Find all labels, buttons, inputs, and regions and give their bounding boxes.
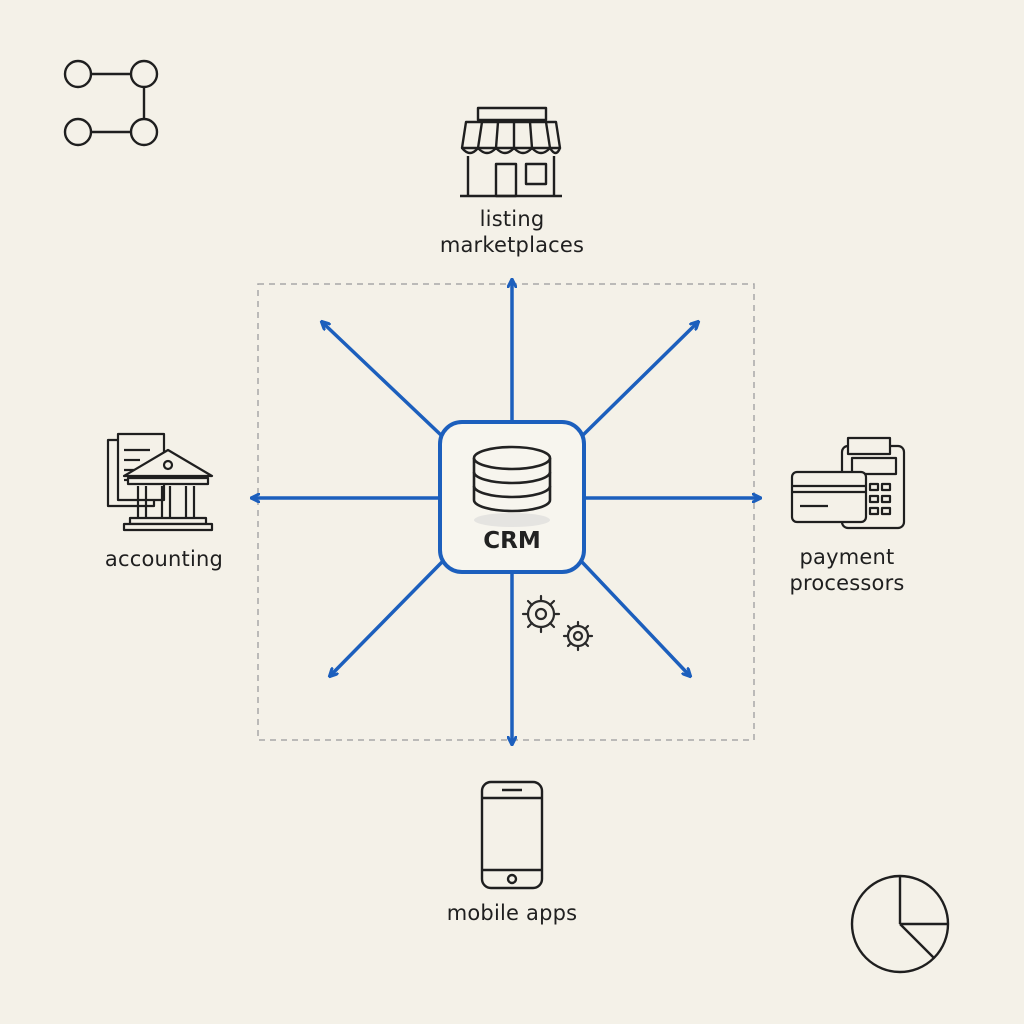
node-label-line: processors [789,571,905,595]
storefront-icon [460,106,562,198]
card-terminal-icon [790,436,906,530]
node-label-line: mobile apps [446,901,578,925]
pie-chart-icon [850,874,950,974]
arrow-top-left [322,322,444,438]
node-label-line: accounting [104,547,224,571]
dashed-boundary [257,283,755,741]
arrow-bottom-right [580,560,690,676]
smartphone-icon [480,780,544,890]
node-label-line: marketplaces [439,233,585,257]
node-label-line: listing [479,207,545,231]
node-label-line: payment [799,545,895,569]
node-label-accounting: accounting [84,546,244,572]
arrow-top-right [580,322,698,438]
node-label-mobile-apps: mobile apps [420,900,604,926]
node-label-listing-marketplaces: listing marketplaces [412,206,612,258]
connector-arrows [252,280,760,744]
crm-hub [438,420,586,574]
gears-icon [521,594,594,652]
database-icon [472,445,552,527]
network-squares-icon [63,59,159,147]
crm-label: CRM [483,528,541,554]
node-label-payment-processors: payment processors [764,544,930,596]
arrow-bottom-left [330,560,444,676]
bank-documents-icon [106,432,214,532]
